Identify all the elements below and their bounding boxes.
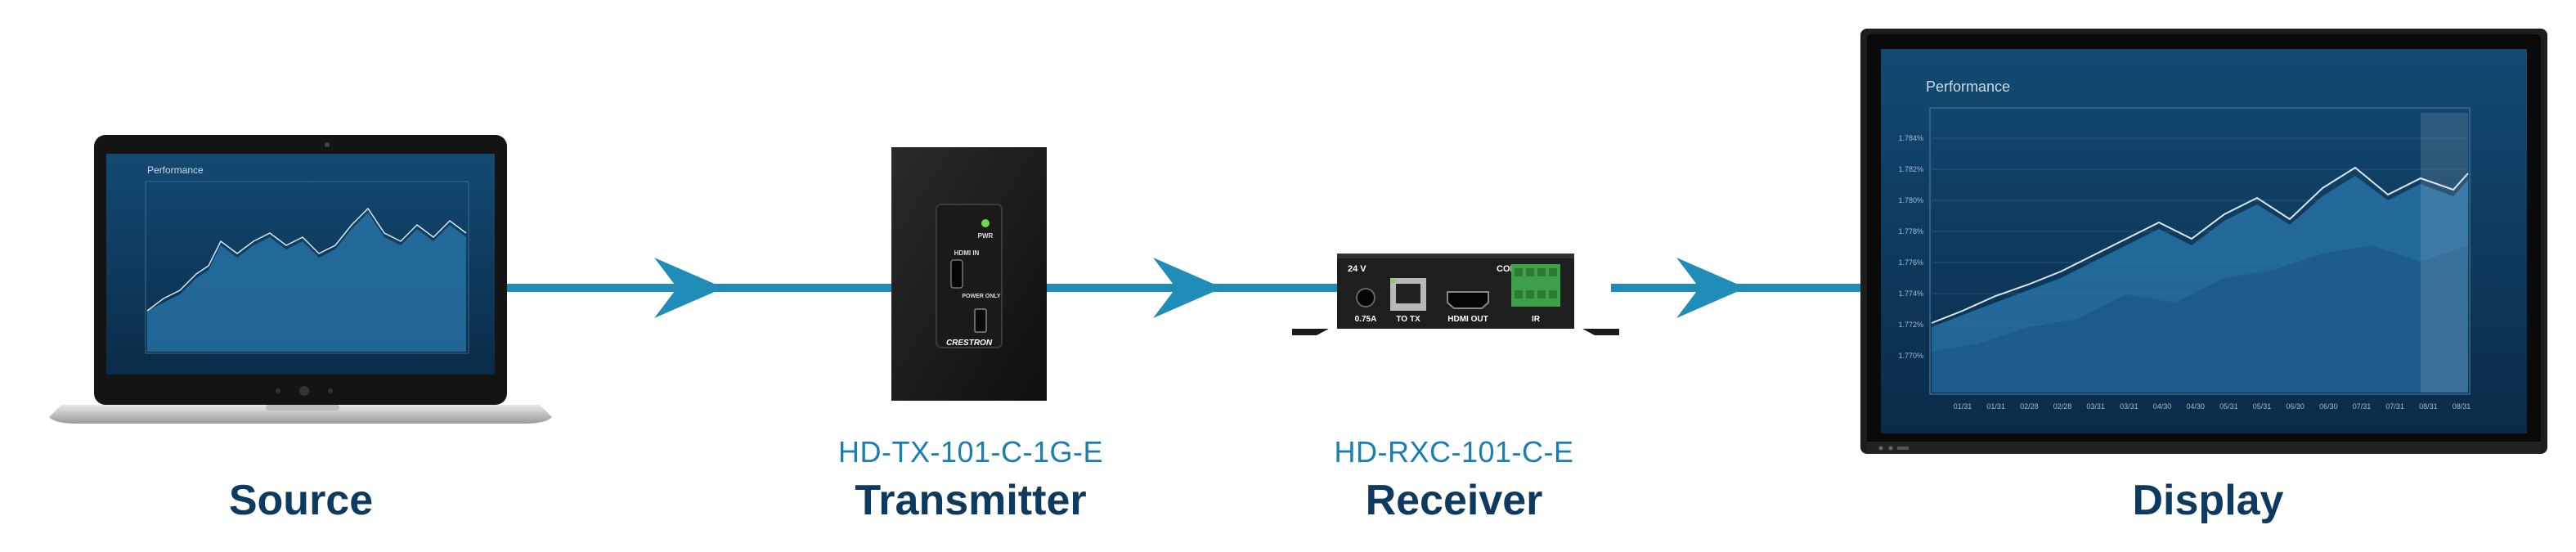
display-x-tick: 01/31 xyxy=(1954,402,1972,411)
transmitter-brand-logo: CRESTRON xyxy=(946,339,993,348)
display-x-tick: 05/31 xyxy=(2253,402,2272,411)
arrow-icon xyxy=(1153,258,1223,318)
display-x-tick: 07/31 xyxy=(2385,402,2404,411)
display-x-tick: 02/28 xyxy=(2053,402,2072,411)
transmitter-device: PWR HDMI IN POWER ONLY CRESTRON xyxy=(891,147,1047,401)
transmitter-caption: Transmitter xyxy=(855,477,1087,524)
transmitter-model: HD-TX-101-C-1G-E xyxy=(837,435,1104,469)
receiver-ir-label: IR xyxy=(1532,315,1541,324)
display-x-tick: 05/31 xyxy=(2219,402,2238,411)
arrow-icon xyxy=(654,258,724,318)
display-y-tick: 1.780% xyxy=(1898,196,1923,204)
display-y-tick: 1.772% xyxy=(1898,321,1923,329)
display-caption: Display xyxy=(2132,477,2284,524)
receiver-power-label: 24 V xyxy=(1348,264,1367,274)
source-caption: Source xyxy=(228,477,374,524)
receiver-hdmi-label: HDMI OUT xyxy=(1447,315,1488,324)
display-x-tick: 07/31 xyxy=(2353,402,2372,411)
receiver-power-rating: 0.75A xyxy=(1355,315,1377,324)
receiver-device: 24 V 0.75A TO TX HDMI OUT COM IR xyxy=(1292,254,1619,335)
display-x-tick: 01/31 xyxy=(1986,402,2005,411)
display-y-tick: 1.770% xyxy=(1898,352,1923,360)
usb-port-icon xyxy=(974,308,987,333)
receiver-caption: Receiver xyxy=(1365,477,1543,524)
display-x-tick: 08/31 xyxy=(2419,402,2438,411)
display-screen-title: Performance xyxy=(1926,79,2010,95)
power-jack-icon xyxy=(1356,288,1376,307)
display-x-tick: 02/28 xyxy=(2020,402,2039,411)
arrow-icon xyxy=(1676,258,1746,318)
laptop-screen-chart xyxy=(147,213,466,352)
display-y-tick: 1.774% xyxy=(1898,289,1923,298)
hdmi-port-icon xyxy=(1447,291,1489,309)
transmitter-usb-label: POWER ONLY xyxy=(962,294,1001,299)
hdmi-port-icon xyxy=(950,259,963,289)
laptop-screen-title: Performance xyxy=(147,164,204,176)
display-y-tick: 1.778% xyxy=(1898,227,1923,236)
receiver-rj45-label: TO TX xyxy=(1396,315,1420,324)
display-x-tick: 03/31 xyxy=(2086,402,2105,411)
power-led-icon xyxy=(981,219,990,227)
display-x-tick: 04/30 xyxy=(2186,402,2205,411)
display-x-tick: 08/31 xyxy=(2453,402,2471,411)
display-y-tick: 1.782% xyxy=(1898,165,1923,173)
display-y-tick: 1.776% xyxy=(1898,258,1923,267)
display-y-tick: 1.784% xyxy=(1898,134,1923,142)
display-x-tick: 04/30 xyxy=(2153,402,2172,411)
display-x-tick: 03/31 xyxy=(2120,402,2138,411)
transmitter-hdmi-label: HDMI IN xyxy=(954,249,980,257)
laptop-source-device: Performance xyxy=(49,135,552,424)
display-x-tick: 06/30 xyxy=(2319,402,2338,411)
receiver-model: HD-RXC-101-C-E xyxy=(1334,435,1574,469)
display-x-tick-labels: 01/31 01/31 02/28 02/28 03/31 03/31 04/30 04/30… xyxy=(1954,402,2471,411)
display-device: Performance 1.784% 1.782% 1.780% 1.778% 1.77… xyxy=(1860,29,2547,454)
transmitter-led-label: PWR xyxy=(978,232,994,240)
display-x-tick: 06/30 xyxy=(2286,402,2304,411)
